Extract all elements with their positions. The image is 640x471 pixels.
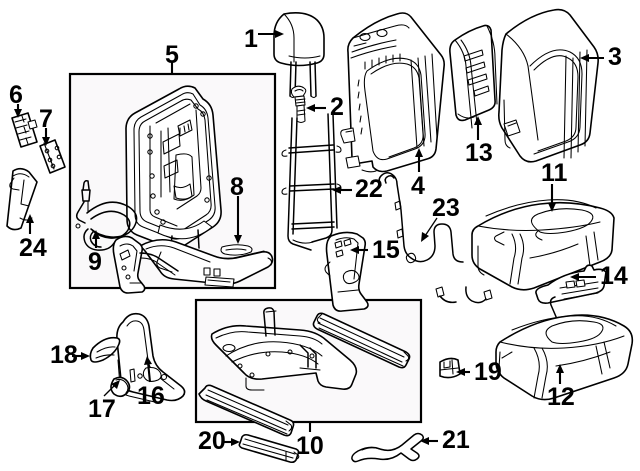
callout-label-9[interactable]: 9 bbox=[88, 248, 102, 276]
part-seat-side-trim bbox=[116, 312, 186, 404]
callout-label-8[interactable]: 8 bbox=[230, 173, 244, 201]
callout-label-13[interactable]: 13 bbox=[465, 139, 493, 167]
callout-label-6[interactable]: 6 bbox=[9, 81, 23, 109]
part-track-end-cap bbox=[238, 433, 300, 464]
leader-16 bbox=[146, 361, 152, 383]
callout-label-17[interactable]: 17 bbox=[88, 395, 116, 423]
callout-label-18[interactable]: 18 bbox=[50, 341, 78, 369]
callout-label-11[interactable]: 11 bbox=[541, 159, 568, 187]
part-bracket-small bbox=[39, 139, 66, 174]
part-release-cable bbox=[75, 180, 138, 251]
callout-label-14[interactable]: 14 bbox=[600, 262, 628, 290]
callout-label-19[interactable]: 19 bbox=[474, 358, 502, 386]
part-frame-side-bracket bbox=[112, 235, 179, 294]
callout-label-1[interactable]: 1 bbox=[244, 25, 258, 53]
leader-lines bbox=[14, 30, 604, 446]
part-seat-adjuster-track bbox=[198, 307, 411, 437]
callout-label-7[interactable]: 7 bbox=[39, 105, 53, 133]
part-seat-cushion-pad bbox=[471, 199, 615, 291]
part-heater-mat bbox=[535, 264, 607, 331]
part-ladder-frame bbox=[281, 113, 342, 251]
callout-label-12[interactable]: 12 bbox=[547, 383, 575, 411]
callout-label-15[interactable]: 15 bbox=[372, 236, 400, 264]
part-recliner-handle-trim bbox=[89, 336, 121, 363]
callout-label-24[interactable]: 24 bbox=[19, 234, 47, 262]
part-switch-module bbox=[11, 112, 38, 148]
callout-label-23[interactable]: 23 bbox=[432, 194, 460, 222]
callout-label-4[interactable]: 4 bbox=[411, 172, 425, 200]
part-seat-back-cover bbox=[498, 8, 599, 163]
callout-label-2[interactable]: 2 bbox=[330, 93, 344, 121]
part-wiring-harness bbox=[378, 172, 493, 304]
part-guide-bolt bbox=[290, 85, 307, 124]
part-seat-back-pad bbox=[340, 12, 445, 173]
part-seat-cushion-cover bbox=[495, 314, 634, 401]
part-side-bolster bbox=[449, 24, 498, 129]
callout-label-5[interactable]: 5 bbox=[165, 41, 179, 69]
callout-label-10[interactable]: 10 bbox=[296, 432, 324, 460]
callout-label-16[interactable]: 16 bbox=[137, 382, 165, 410]
leader-23 bbox=[424, 217, 438, 237]
part-seat-belt-guide-bar bbox=[6, 167, 38, 231]
part-retainer-clip bbox=[439, 357, 461, 379]
callout-label-22[interactable]: 22 bbox=[355, 175, 383, 203]
part-seat-back-frame bbox=[125, 85, 222, 262]
callout-label-20[interactable]: 20 bbox=[198, 427, 226, 455]
callout-label-21[interactable]: 21 bbox=[442, 426, 470, 454]
part-head-restraint bbox=[273, 12, 325, 99]
callout-label-3[interactable]: 3 bbox=[608, 43, 622, 71]
part-wire-rod bbox=[351, 432, 425, 463]
